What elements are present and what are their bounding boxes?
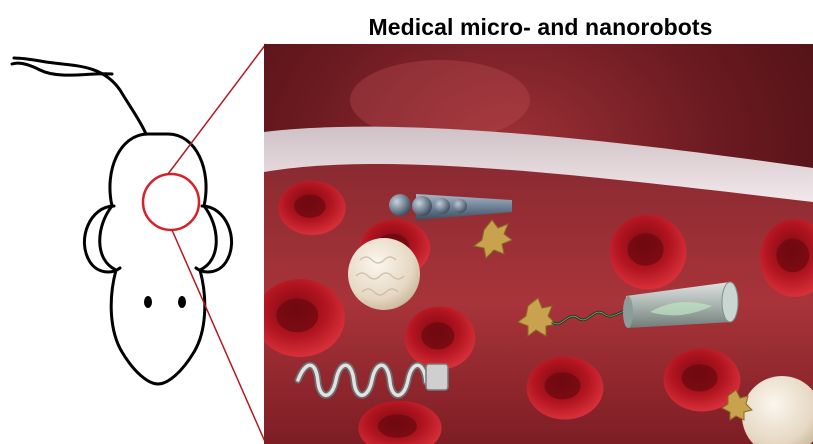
mouse-right-ear xyxy=(196,206,232,272)
mouse-body xyxy=(100,134,217,384)
blood-vessel-panel xyxy=(255,44,813,444)
mouse-tail xyxy=(12,58,146,134)
mouse-right-eye xyxy=(178,296,186,308)
red-blood-cell xyxy=(527,357,604,420)
mouse-outline-icon xyxy=(12,58,232,384)
red-blood-cell xyxy=(405,307,475,370)
red-blood-cell xyxy=(278,181,345,235)
zoom-line-bottom xyxy=(172,230,266,444)
mouse-left-ear xyxy=(84,206,120,272)
red-blood-cell xyxy=(610,215,687,290)
zoom-circle-icon xyxy=(143,174,199,230)
red-blood-cell xyxy=(255,279,345,357)
zoom-line-top xyxy=(168,44,266,174)
mouse-left-eye xyxy=(144,296,152,308)
